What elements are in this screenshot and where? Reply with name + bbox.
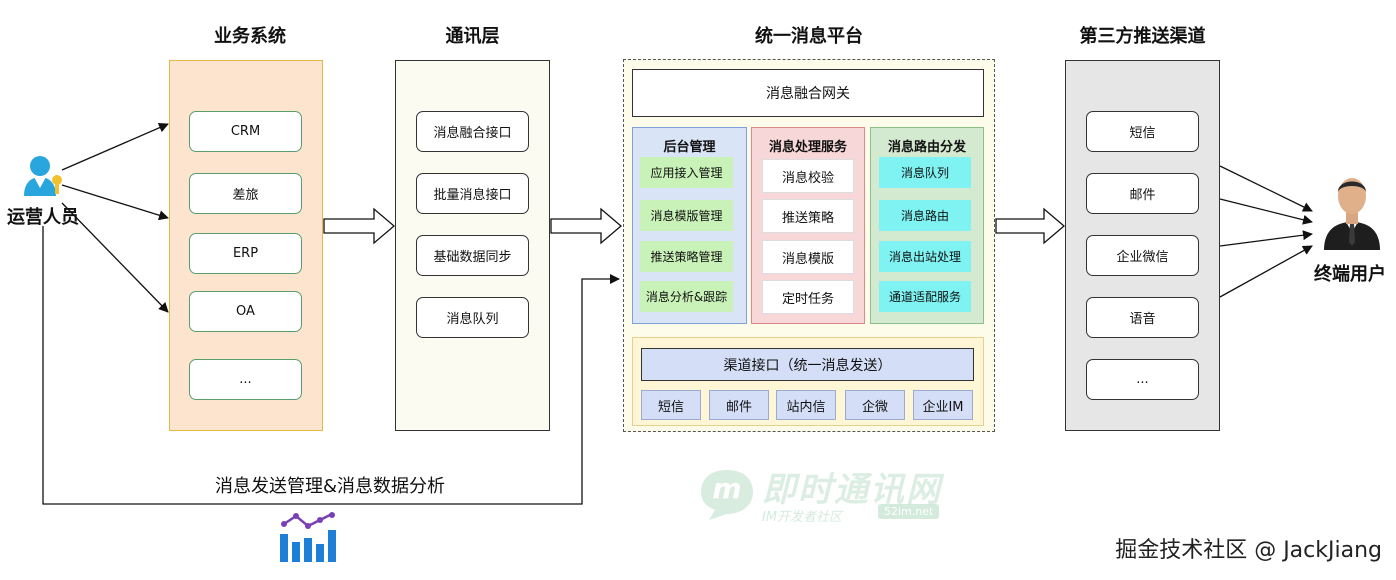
channel-item: 企业IM	[913, 390, 973, 420]
processing-item: 定时任务	[762, 280, 854, 314]
channel-item: 短信	[641, 390, 701, 420]
channel-interface-bar: 渠道接口（统一消息发送）	[641, 348, 974, 381]
business-item: CRM	[189, 111, 302, 152]
arrow-operator-1	[61, 122, 169, 171]
processing-item: 消息校验	[762, 159, 854, 193]
management-label: 消息发送管理&消息数据分析	[214, 476, 446, 497]
routing-item: 消息路由	[879, 200, 971, 231]
business-item: OA	[189, 291, 302, 332]
business-title: 业务系统	[214, 26, 286, 47]
arrow-enduser-3	[1219, 230, 1313, 247]
admin-item: 消息模版管理	[640, 200, 733, 231]
block-arrow-1	[323, 207, 396, 245]
channel-item: 站内信	[776, 390, 836, 420]
channel-item: 企微	[845, 390, 905, 420]
admin-item: 消息分析&跟踪	[640, 281, 733, 312]
routing-item: 消息队列	[879, 157, 971, 188]
thirdparty-item: 企业微信	[1086, 235, 1199, 276]
comm-item: 消息融合接口	[416, 111, 529, 152]
channel-item: 邮件	[709, 390, 769, 420]
admin-item: 推送策略管理	[640, 241, 733, 272]
business-item: ...	[189, 359, 302, 400]
business-item: 差旅	[189, 173, 302, 214]
arrow-operator-2	[61, 184, 169, 221]
routing-item: 通道适配服务	[879, 281, 971, 312]
comm-item: 消息队列	[416, 297, 529, 338]
end-user-icon	[1320, 172, 1384, 250]
comm-item: 批量消息接口	[416, 173, 529, 214]
watermark-url: 52im.net	[878, 504, 940, 519]
processing-item: 消息模版	[762, 240, 854, 274]
arrow-enduser-4	[1219, 245, 1313, 298]
processing-item: 推送策略	[762, 199, 854, 233]
credit-text: 掘金技术社区 @ JackJiang	[1115, 538, 1382, 563]
watermark-name: 即时通讯网	[762, 470, 942, 510]
admin-item: 应用接入管理	[640, 157, 733, 188]
thirdparty-item: 邮件	[1086, 173, 1199, 214]
arrow-enduser-1	[1219, 165, 1313, 212]
watermark-logo-letter: m	[712, 472, 742, 505]
block-arrow-2	[550, 207, 623, 245]
platform-title: 统一消息平台	[755, 26, 863, 47]
arrow-operator-3	[61, 202, 169, 313]
thirdparty-item: ...	[1086, 359, 1199, 400]
watermark-sub: IM开发者社区	[762, 510, 843, 525]
gateway-box: 消息融合网关	[632, 69, 984, 117]
thirdparty-item: 语音	[1086, 297, 1199, 338]
processing-title: 消息处理服务	[768, 140, 847, 155]
block-arrow-3	[995, 207, 1066, 245]
comm-item: 基础数据同步	[416, 235, 529, 276]
watermark-logo-icon: m	[697, 466, 757, 522]
routing-item: 消息出站处理	[879, 241, 971, 272]
business-item: ERP	[189, 233, 302, 274]
analytics-chart-icon	[278, 512, 338, 564]
end-user-label: 终端用户	[1314, 264, 1386, 285]
thirdparty-item: 短信	[1086, 111, 1199, 152]
routing-title: 消息路由分发	[887, 140, 966, 155]
operator-icon	[20, 152, 68, 198]
arrow-enduser-2	[1219, 198, 1313, 225]
thirdparty-title: 第三方推送渠道	[1079, 26, 1206, 47]
operator-label: 运营人员	[7, 207, 79, 228]
comm-title: 通讯层	[445, 26, 500, 47]
feedback-line	[42, 226, 620, 505]
admin-title: 后台管理	[663, 140, 716, 155]
